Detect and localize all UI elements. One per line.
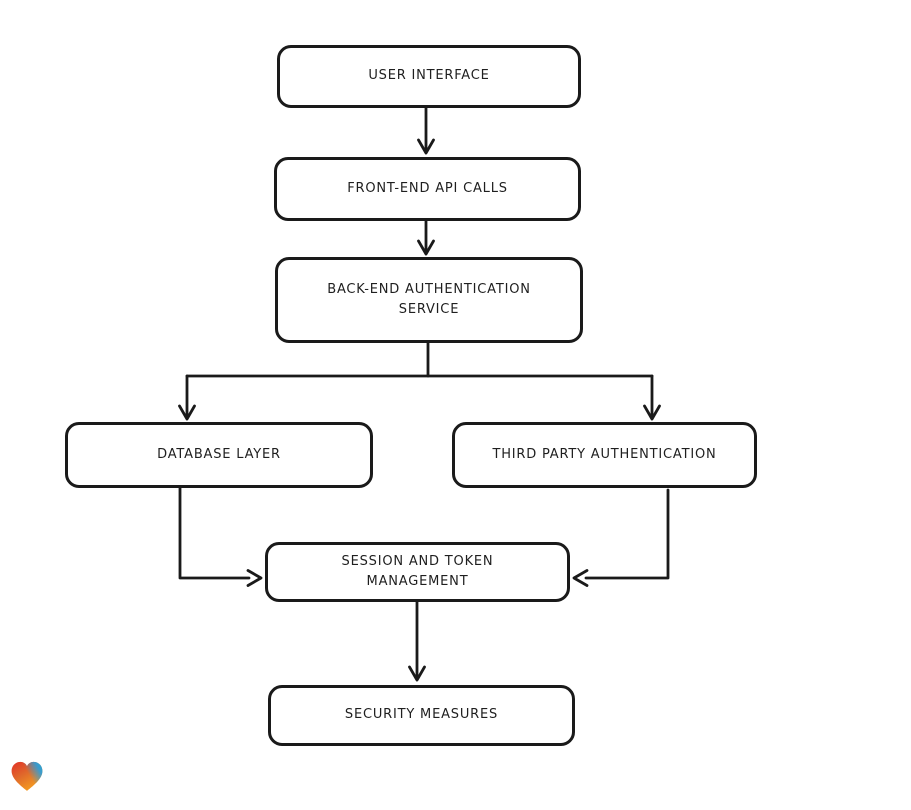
edge-back-end-branch[interactable] xyxy=(178,341,661,421)
node-security-measures[interactable]: SECURITY MEASURES xyxy=(268,685,575,746)
heart-logo-icon xyxy=(11,761,43,791)
node-back-end-authentication-service-label: BACK-END AUTHENTICATION SERVICE xyxy=(327,281,531,317)
node-front-end-api-calls-label: FRONT-END API CALLS xyxy=(347,180,508,196)
node-database-layer-label: DATABASE LAYER xyxy=(157,446,281,462)
edge-user-interface-to-front-end[interactable] xyxy=(417,106,435,155)
edge-session-to-security[interactable] xyxy=(408,600,426,682)
node-third-party-authentication[interactable]: THIRD PARTY AUTHENTICATION xyxy=(452,422,757,488)
node-third-party-authentication-label: THIRD PARTY AUTHENTICATION xyxy=(492,446,717,462)
edge-third-party-to-session[interactable] xyxy=(572,488,670,587)
node-security-measures-label: SECURITY MEASURES xyxy=(344,707,499,723)
node-database-layer[interactable]: DATABASE LAYER xyxy=(65,422,373,488)
edge-database-to-session[interactable] xyxy=(178,486,263,587)
node-back-end-authentication-service[interactable]: BACK-END AUTHENTICATION SERVICE xyxy=(275,257,583,343)
node-user-interface[interactable]: USER INTERFACE xyxy=(277,45,581,108)
node-session-and-token-management[interactable]: SESSION AND TOKEN MANAGEMENT xyxy=(265,542,570,602)
node-front-end-api-calls[interactable]: FRONT-END API CALLS xyxy=(274,157,581,221)
node-user-interface-label: USER INTERFACE xyxy=(368,68,490,84)
node-session-and-token-management-label: SESSION AND TOKEN MANAGEMENT xyxy=(341,553,494,589)
edge-front-end-to-back-end[interactable] xyxy=(417,219,435,256)
